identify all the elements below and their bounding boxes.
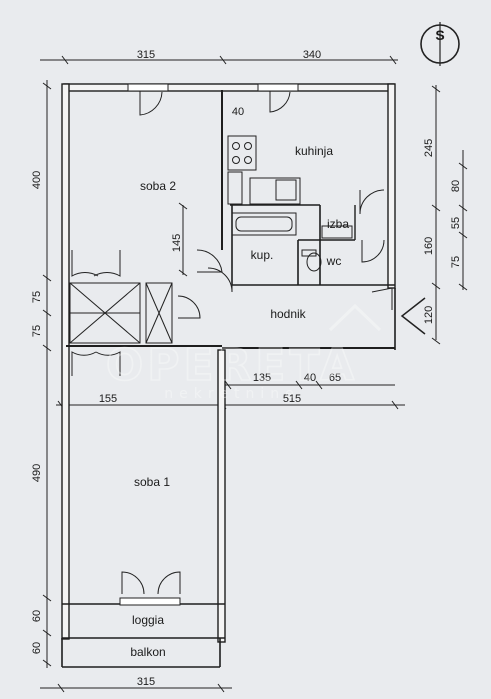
dimension-lines [40, 55, 468, 693]
room-label-izba: izba [327, 217, 349, 231]
dim-mid-65: 65 [329, 372, 341, 384]
wardrobes [69, 282, 173, 344]
room-label-soba2: soba 2 [140, 179, 176, 193]
dim-right-75: 75 [450, 256, 462, 268]
dim-inner-145: 145 [171, 234, 183, 252]
dim-bottom: 315 [137, 676, 155, 688]
dim-left-lower-75: 75 [31, 325, 43, 337]
watermark-roof-icon [328, 303, 382, 332]
room-label-soba1: soba 1 [134, 475, 170, 489]
windows [119, 83, 299, 606]
dim-mid-40: 40 [304, 372, 316, 384]
dim-right-160: 160 [423, 237, 435, 255]
dim-niche: 40 [232, 106, 244, 118]
dim-mid-515: 515 [283, 393, 301, 405]
entrance-arrow-icon [400, 297, 426, 335]
room-label-hodnik: hodnik [270, 307, 306, 321]
watermark: OPERETA nekretnine [105, 303, 382, 402]
dim-right-120: 120 [423, 306, 435, 324]
compass-icon: S [420, 22, 460, 66]
room-label-balkon: balkon [130, 645, 165, 659]
room-label-kuhinja: kuhinja [295, 144, 333, 158]
dim-left-balkon: 60 [31, 642, 43, 654]
room-label-kupaonica: kup. [251, 248, 274, 262]
room-label-wc: wc [326, 254, 342, 268]
dim-right-245: 245 [423, 139, 435, 157]
watermark-sub: nekretnine [164, 386, 299, 402]
dim-right-80: 80 [450, 180, 462, 192]
dim-mid-155: 155 [99, 393, 117, 405]
dim-top-right: 340 [303, 49, 321, 61]
dim-left-loggia: 60 [31, 610, 43, 622]
dim-top-left: 315 [137, 49, 155, 61]
dim-right-55: 55 [450, 217, 462, 229]
dim-left-upper-75: 75 [31, 291, 43, 303]
watermark-brand: OPERETA [106, 340, 358, 391]
dim-mid-135: 135 [253, 372, 271, 384]
doors [71, 91, 393, 595]
dimension-labels: 315 340 40 400 75 75 490 60 60 145 245 8… [31, 49, 462, 688]
dim-left-soba1: 490 [31, 464, 43, 482]
compass-letter: S [435, 27, 444, 43]
room-label-loggia: loggia [132, 613, 164, 627]
kitchen-fixtures [227, 135, 353, 272]
dim-left-soba2: 400 [31, 171, 43, 189]
